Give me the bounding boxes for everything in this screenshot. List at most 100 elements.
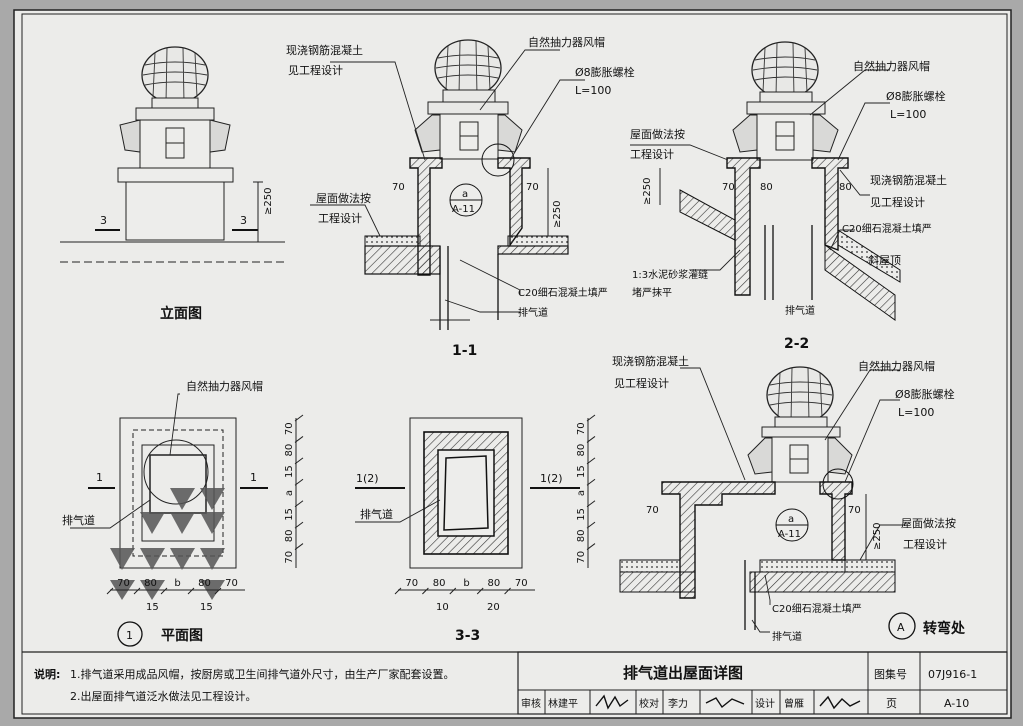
plan-dim-right-tick-5 <box>294 521 304 529</box>
s33-dim-right-tick-2 <box>586 457 596 465</box>
dA-callout-ref: A-11 <box>778 529 801 540</box>
plan-dim-bottom-3: 80 <box>198 578 211 589</box>
s22-note-cap: 自然抽力器风帽 <box>853 59 930 73</box>
check-name: 李力 <box>668 697 688 710</box>
check-signature <box>705 697 745 709</box>
notes-line2: 2.出屋面排气道泛水做法见工程设计。 <box>70 689 257 703</box>
s33-dim-right-6: 70 <box>576 551 587 564</box>
s11-note-roof: 屋面做法按 <box>316 191 371 205</box>
elev-cut-left: 3 <box>100 214 107 227</box>
plan-dim-right-2: 15 <box>284 465 295 478</box>
plan-dim-right-4: 15 <box>284 508 295 521</box>
review-name: 林建平 <box>548 697 578 710</box>
plan-note-cap: 自然抽力器风帽 <box>186 379 263 393</box>
plan-dim-right-tick-3 <box>294 478 304 486</box>
dA-title: 转弯处 <box>923 620 966 637</box>
plan-dim-right-0: 70 <box>284 422 295 435</box>
s33-dim-bottom2-1: 20 <box>487 602 500 613</box>
plan-dim-bottom-tick-4 <box>214 587 222 595</box>
s11-note-bolt-l: L=100 <box>575 84 611 97</box>
s22-note-roof: 屋面做法按 <box>630 127 685 141</box>
s33-dim-right-0: 70 <box>576 422 587 435</box>
s22-dim-70: 70 <box>722 182 735 193</box>
elev-dim-250: ≥250 <box>263 188 274 215</box>
dA-note-roof: 屋面做法按 <box>901 516 956 530</box>
page-no: A-10 <box>944 697 969 710</box>
s11-dim-70a: 70 <box>392 182 405 193</box>
s33-dim-bottom-3: 80 <box>488 578 501 589</box>
s22-note-rc2: 见工程设计 <box>870 196 925 209</box>
s22-dim-80b: 80 <box>839 182 852 193</box>
s22-note-duct: 排气道 <box>785 304 815 317</box>
plan-circle: 1 <box>126 629 133 642</box>
s22-note-mortar2: 堵严抹平 <box>632 286 672 299</box>
s11-note-bolt: Ø8膨胀螺栓 <box>575 65 635 79</box>
elevation-title: 立面图 <box>160 305 202 322</box>
s11-callout-a: a <box>462 189 468 200</box>
s33-dim-right-4: 15 <box>576 508 587 521</box>
atlas-no: 07J916-1 <box>928 668 977 681</box>
dA-note-c20: C20细石混凝土填严 <box>772 602 862 615</box>
plan-dim-bottom2-0: 15 <box>146 602 159 613</box>
design-label: 设计 <box>755 697 775 710</box>
s11-note-duct: 排气道 <box>518 306 548 319</box>
plan-dim-bottom-4: 70 <box>225 578 238 589</box>
s11-note-rc2: 见工程设计 <box>288 64 343 77</box>
check-label: 校对 <box>639 697 659 710</box>
plan-dim-bottom-tick-3 <box>187 587 195 595</box>
plan-dim-bottom-tick-2 <box>160 587 168 595</box>
dA-note-bolt-l: L=100 <box>898 406 934 419</box>
s33-dim-right-tick-4 <box>586 500 596 508</box>
page-label: 页 <box>886 697 897 710</box>
dA-note-rc2: 见工程设计 <box>614 377 669 390</box>
notes-line1: 1.排气道采用成品风帽，按厨房或卫生间排气道外尺寸，由生产厂家配套设置。 <box>70 667 455 681</box>
s22-note-bolt: Ø8膨胀螺栓 <box>886 89 946 103</box>
dA-callout-a: a <box>788 514 794 525</box>
design-name: 曾雁 <box>784 697 804 710</box>
plan-dim-bottom-tick-1 <box>133 587 141 595</box>
dA-note-bolt: Ø8膨胀螺栓 <box>895 387 955 401</box>
plan-title: 平面图 <box>161 628 203 644</box>
plan-dim-right-tick-2 <box>294 457 304 465</box>
plan-dim-bottom2-1: 15 <box>200 602 213 613</box>
s33-dim-bottom-0: 70 <box>405 578 418 589</box>
plan-dim-right-tick-4 <box>294 500 304 508</box>
drawing-title: 排气道出屋面详图 <box>623 664 743 682</box>
s33-dim-right-2: 15 <box>576 465 587 478</box>
section-1-1: a A-11 现浇钢筋混凝土 见工程设计 自然抽力器风帽 Ø8膨胀螺栓 L=10… <box>286 35 635 359</box>
s11-dim-250: ≥250 <box>552 201 563 228</box>
review-label: 审核 <box>521 697 541 710</box>
dA-note-rc: 现浇钢筋混凝土 <box>612 354 689 368</box>
dA-note-roof2: 工程设计 <box>903 538 947 551</box>
s33-dim-right-1: 80 <box>576 444 587 457</box>
elevation-view: 3 3 ≥250 立面图 <box>60 46 285 322</box>
s33-dim-bottom-tick-1 <box>422 587 429 595</box>
s11-note-rc: 现浇钢筋混凝土 <box>286 43 363 57</box>
s11-note-roof2: 工程设计 <box>318 212 362 225</box>
s33-dim-bottom-2: b <box>463 578 469 589</box>
s33-dim-bottom-tick-0 <box>394 587 402 595</box>
s33-dim-right-tick-1 <box>586 436 596 443</box>
plan-dim-right-tick-6 <box>294 543 304 550</box>
s22-title: 2-2 <box>784 336 809 352</box>
dA-note-duct: 排气道 <box>772 630 802 643</box>
plan-dim-right-3: a <box>284 490 295 496</box>
design-signature <box>819 695 861 710</box>
detail-a-bend: a A-11 现浇钢筋混凝土 见工程设计 自然抽力器风帽 Ø8膨胀螺栓 L=10… <box>612 354 966 643</box>
plan-dim-right-tick-0 <box>294 414 304 422</box>
plan-dim-bottom-1: 80 <box>144 578 157 589</box>
s33-dim-right-5: 80 <box>576 529 587 542</box>
s33-dim-right-3: a <box>576 490 587 496</box>
s11-title: 1-1 <box>452 343 477 359</box>
plan-dim-right-tick-1 <box>294 436 304 443</box>
plan-cut-r: 1 <box>250 471 257 484</box>
elev-cut-right: 3 <box>240 214 247 227</box>
s33-dim-bottom-tick-4 <box>504 587 511 595</box>
s22-dim-80a: 80 <box>760 182 773 193</box>
dA-note-cap: 自然抽力器风帽 <box>858 359 935 373</box>
s33-cut-r: 1(2) <box>540 472 563 485</box>
plan-dim-bottom-tick-0 <box>106 587 114 595</box>
s33-dim-right-tick-5 <box>586 521 596 529</box>
